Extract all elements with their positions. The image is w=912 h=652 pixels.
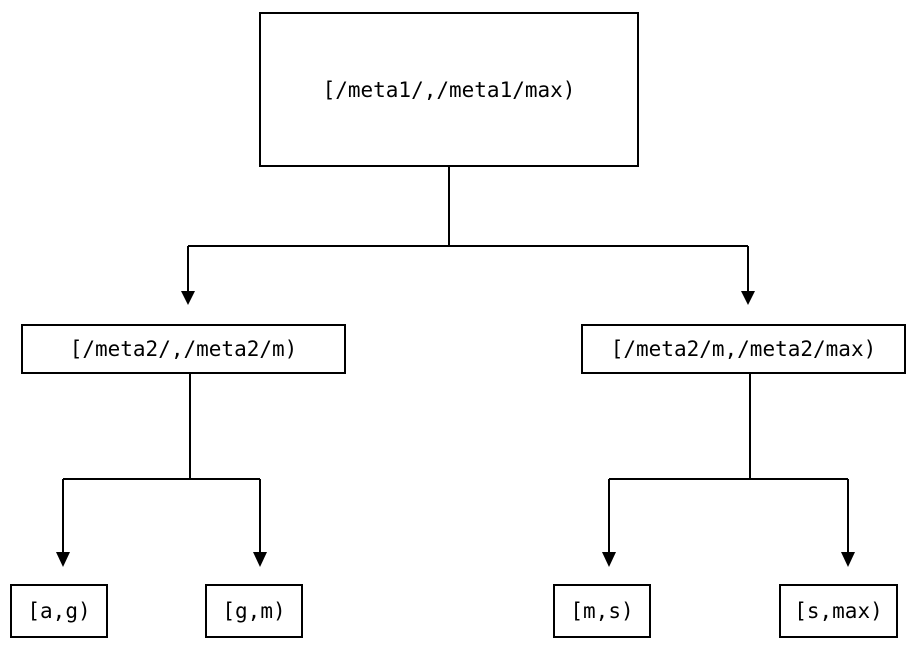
edge-root-to-middle-group	[187, 167, 749, 292]
edge-mid-right-to-leaves-group	[608, 374, 849, 553]
node-leaf-smax-label: [s,max)	[794, 599, 883, 623]
node-mid-right-label: [/meta2/m,/meta2/max)	[610, 337, 877, 361]
arrowhead-to-leaf-gm	[253, 552, 267, 567]
node-leaf-gm[interactable]: [g,m)	[205, 584, 303, 638]
node-leaf-ag[interactable]: [a,g)	[10, 584, 108, 638]
arrowhead-to-leaf-smax	[841, 552, 855, 567]
node-mid-left[interactable]: [/meta2/,/meta2/m)	[21, 324, 346, 374]
node-leaf-gm-label: [g,m)	[222, 599, 286, 623]
arrowhead-to-mid-left	[181, 291, 195, 305]
node-root-label: [/meta1/,/meta1/max)	[322, 77, 576, 102]
arrowhead-to-leaf-ag	[56, 552, 70, 567]
arrowhead-to-mid-right	[741, 291, 755, 305]
node-root[interactable]: [/meta1/,/meta1/max)	[259, 12, 639, 167]
node-leaf-ms[interactable]: [m,s)	[553, 584, 651, 638]
node-leaf-smax[interactable]: [s,max)	[779, 584, 898, 638]
arrowhead-to-leaf-ms	[602, 552, 616, 567]
node-leaf-ag-label: [a,g)	[27, 599, 91, 623]
node-leaf-ms-label: [m,s)	[570, 599, 634, 623]
edge-mid-left-to-leaves-group	[62, 374, 261, 553]
node-mid-right[interactable]: [/meta2/m,/meta2/max)	[581, 324, 906, 374]
node-mid-left-label: [/meta2/,/meta2/m)	[69, 337, 298, 361]
